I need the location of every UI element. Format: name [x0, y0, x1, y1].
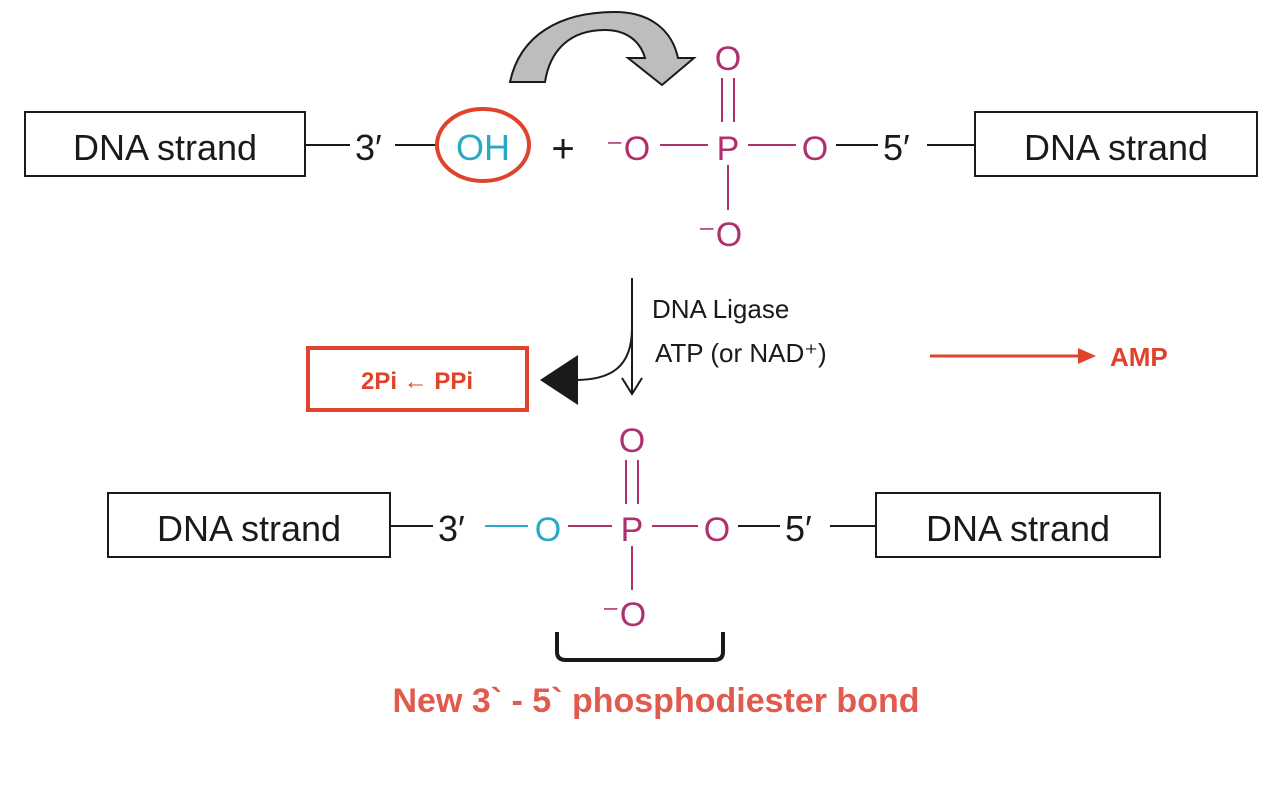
byproduct-label: 2Pi ← PPi: [361, 368, 473, 395]
byproduct-box: [306, 346, 529, 412]
top-left-prime: 3′: [355, 127, 382, 168]
bottom-phosphate-oxygen-right: O: [704, 511, 730, 549]
top-right-strand-box: [974, 111, 1258, 177]
bottom-phosphate-oxygen-bottom: ⁻O: [602, 596, 646, 634]
bottom-left-prime: 3′: [438, 508, 465, 549]
bottom-phosphate-oxygen-top: O: [619, 422, 645, 460]
top-left-strand-label: DNA strand: [73, 127, 257, 168]
bottom-right-prime: 5′: [785, 508, 812, 549]
bottom-right-strand-label: DNA strand: [926, 508, 1110, 549]
left-curved-arrow-icon: [540, 327, 633, 405]
curved-arrow-icon: [508, 10, 697, 87]
bottom-phosphorus: P: [621, 511, 644, 549]
cofactor-label: ATP (or NAD⁺): [655, 338, 827, 368]
new-bond-label: New 3` - 5` phosphodiester bond: [392, 682, 919, 720]
bond-bracket: [555, 632, 725, 662]
top-phosphate-oxygen-bottom: ⁻O: [698, 216, 742, 254]
hydroxyl-highlight-circle: [435, 107, 531, 183]
hydroxyl-group: OH: [456, 127, 510, 168]
top-right-strand-label: DNA strand: [1024, 127, 1208, 168]
enzyme-label: DNA Ligase: [652, 294, 789, 324]
bottom-right-strand-box: [875, 492, 1161, 558]
top-phosphorus: P: [717, 130, 740, 168]
top-left-strand-box: [24, 111, 306, 177]
bottom-left-strand-box: [107, 492, 391, 558]
top-phosphate-oxygen-right: O: [802, 130, 828, 168]
bottom-bridging-oxygen: O: [535, 511, 561, 549]
plus-sign: +: [551, 127, 574, 171]
top-phosphate-oxygen-left: ⁻O: [606, 130, 650, 168]
top-phosphate-oxygen-top: O: [715, 40, 741, 78]
bottom-left-strand-label: DNA strand: [157, 508, 341, 549]
right-arrow-icon: [930, 348, 1096, 364]
product-label: AMP: [1110, 342, 1168, 372]
top-right-prime: 5′: [883, 127, 910, 168]
